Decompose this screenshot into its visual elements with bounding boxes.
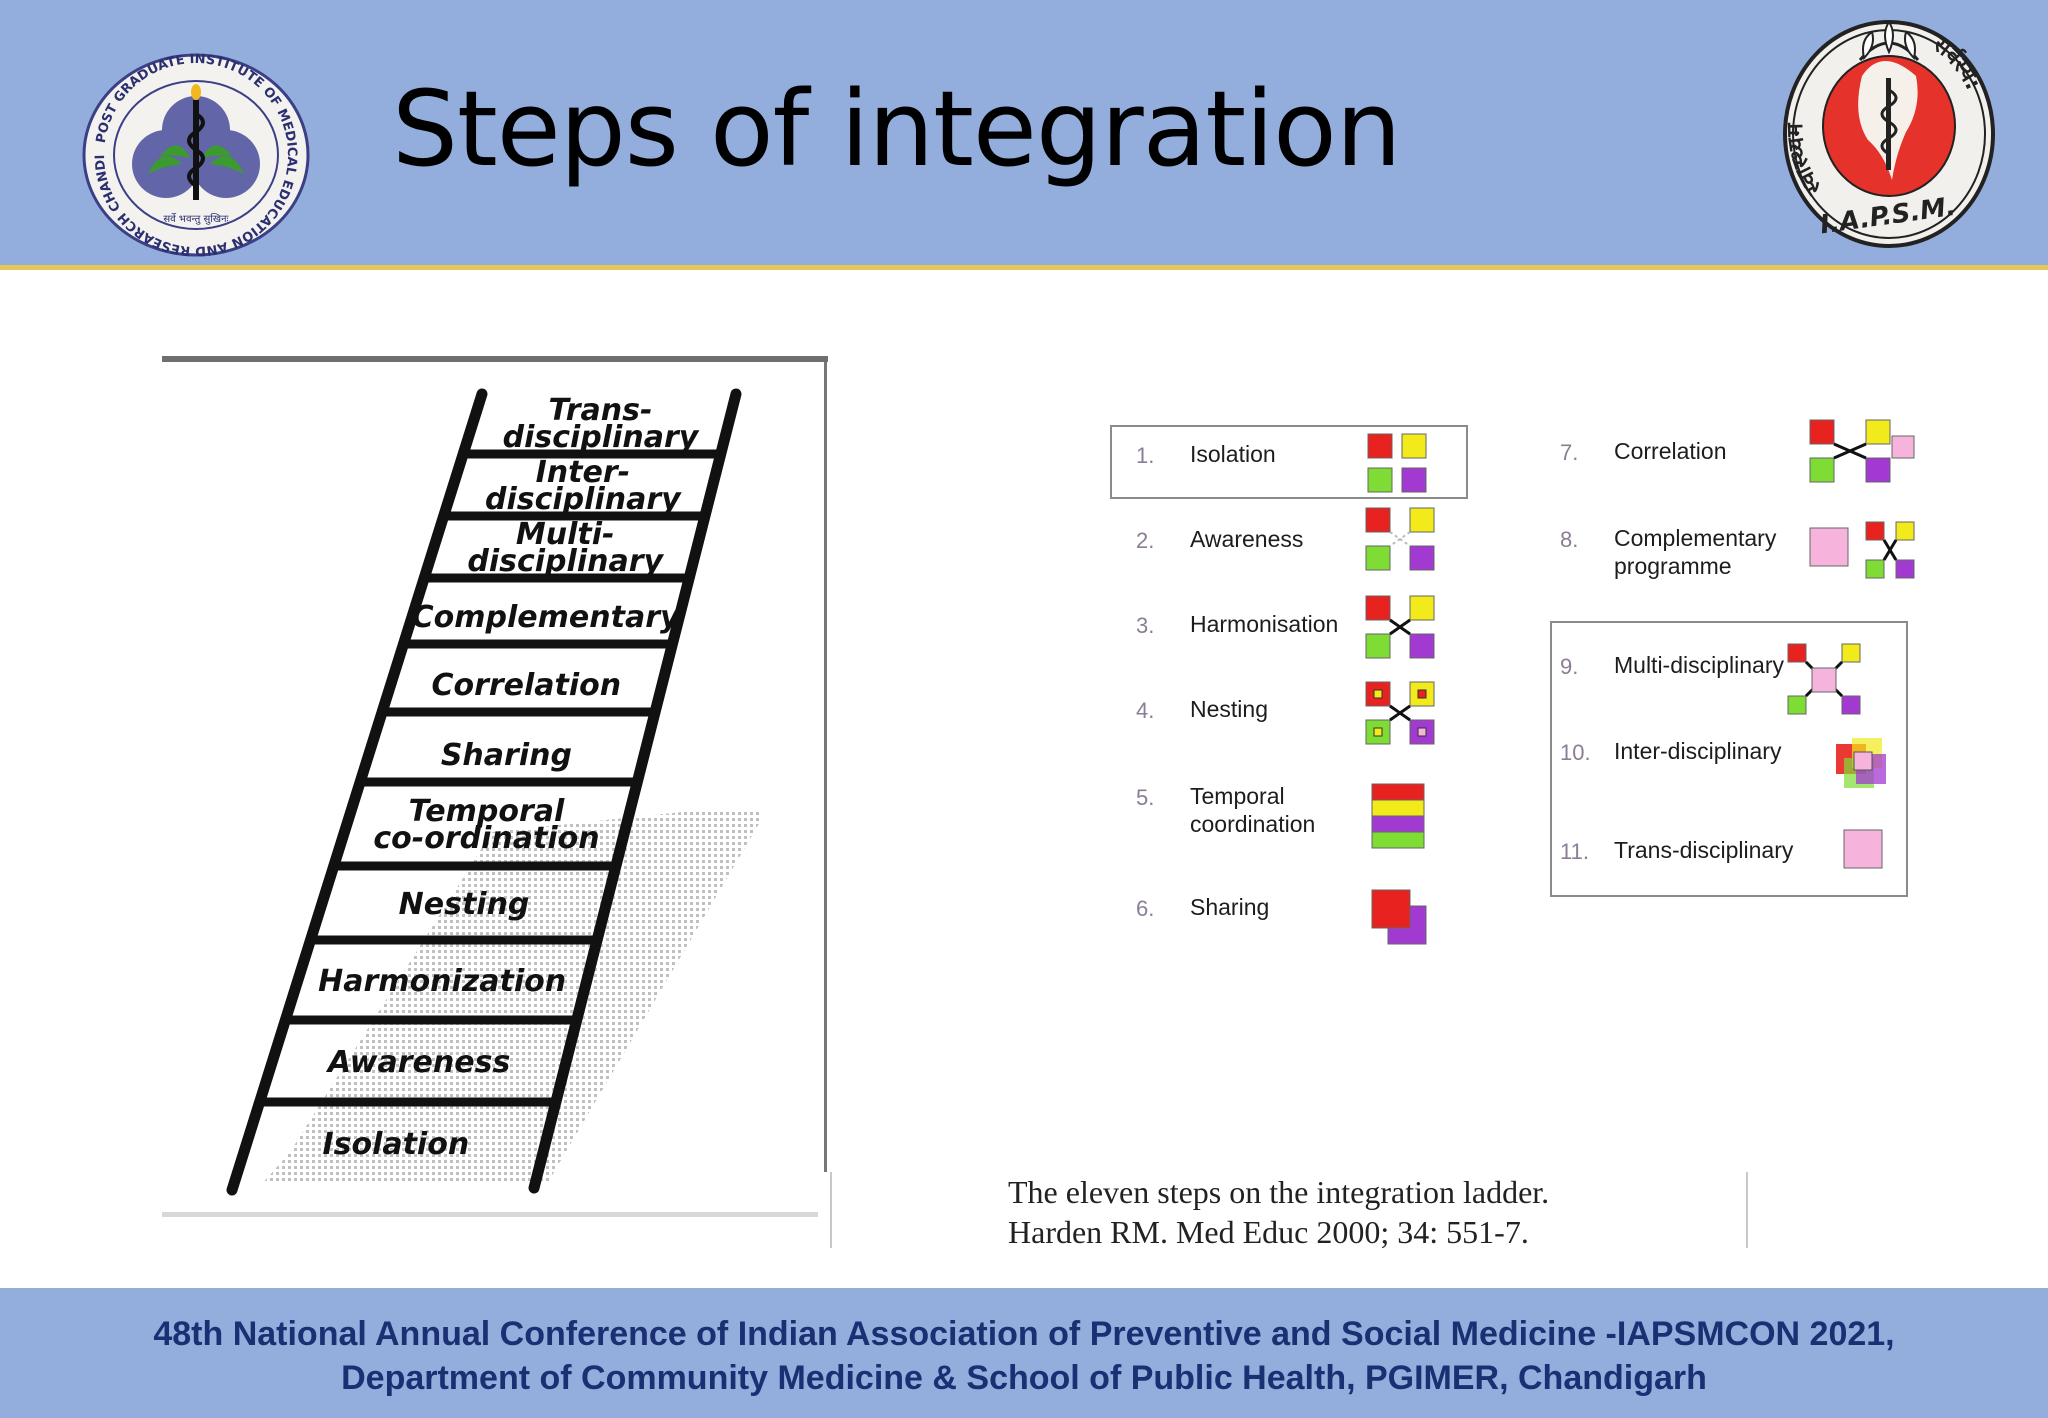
ladder-rung-label: Isolation	[322, 1126, 470, 1162]
four-squares-nested-icon	[1364, 680, 1436, 751]
step-number: 9.	[1560, 654, 1579, 679]
step-label: Inter-disciplinary	[1614, 738, 1782, 764]
ladder-rung-label: Harmonization	[318, 963, 567, 999]
ladder-rung-label: Sharing	[440, 737, 572, 773]
isolation-highlight-box	[1110, 425, 1468, 499]
iapsm-logo: स्वास्थ्यम सर्वस्य: I.A.P.S.M.	[1783, 20, 1995, 248]
slide-title: Steps of integration	[392, 68, 1402, 190]
step-label: Nesting	[1190, 696, 1268, 722]
step-label: Awareness	[1190, 526, 1304, 552]
step-label: Correlation	[1614, 438, 1727, 464]
caption-line-1: The eleven steps on the integration ladd…	[1008, 1174, 1550, 1210]
step-number: 7.	[1560, 440, 1579, 465]
caption-citation: Harden RM. Med Educ 2000; 34: 551-7.	[1008, 1214, 1529, 1250]
step-number: 2.	[1136, 528, 1155, 553]
step-label: Isolation	[1190, 441, 1276, 467]
four-squares-linked-icon	[1364, 594, 1436, 665]
ladder-panel-bottom-rule	[162, 1212, 818, 1217]
ladder-right-rail	[528, 388, 742, 1194]
caption-left-divider	[830, 1172, 832, 1248]
ladder-rungs	[259, 449, 721, 1107]
step-number: 4.	[1136, 698, 1155, 723]
four-separate-squares-icon	[1366, 432, 1428, 499]
linked-to-pink-center-icon	[1786, 642, 1862, 721]
ladder-illustration	[226, 388, 760, 1196]
footer-banner: 48th National Annual Conference of India…	[0, 1288, 2048, 1418]
blended-squares-icon	[1834, 736, 1890, 797]
footer-department-line: Department of Community Medicine & Schoo…	[341, 1359, 1707, 1397]
step-number: 6.	[1136, 896, 1155, 921]
caption-right-divider	[1746, 1172, 1748, 1248]
step-label: Harmonisation	[1190, 611, 1339, 637]
disciplinary-steps-box	[1550, 621, 1908, 897]
ladder-rung-label: Nesting	[398, 886, 530, 922]
four-squares-faint-link-icon	[1364, 506, 1436, 577]
stacked-bars-icon	[1370, 782, 1426, 855]
overlapping-squares-icon	[1370, 888, 1428, 953]
step-number: 10.	[1560, 740, 1591, 765]
step-number: 8.	[1560, 527, 1579, 552]
step-label: Multi-disciplinary	[1614, 652, 1784, 678]
step-label: Trans-disciplinary	[1614, 837, 1794, 863]
ladder-rung-label: Multi-disciplinary	[467, 517, 664, 579]
ladder-left-rail	[226, 388, 488, 1196]
step-number: 11.	[1560, 839, 1589, 864]
pgimer-logo: POST GRADUATE INSTITUTE OF MEDICAL EDUCA…	[78, 52, 310, 258]
header-banner	[0, 0, 2048, 270]
ladder-rung-label: Complementary	[411, 599, 680, 635]
step-number: 5.	[1136, 785, 1155, 810]
step-number: 3.	[1136, 613, 1155, 638]
ladder-rung-label: Trans-disciplinary	[502, 393, 699, 455]
ladder-rung-label: Awareness	[327, 1044, 511, 1080]
ladder-panel-top-rule	[162, 356, 828, 362]
pgimer-motto: सर्वे भवन्तु सुखिनः	[163, 213, 229, 225]
ladder-panel-right-rule	[824, 362, 827, 1172]
ladder-rung-label: Correlation	[431, 667, 622, 703]
step-label: Sharing	[1190, 894, 1270, 920]
pink-square-and-linked-squares-icon	[1808, 520, 1916, 585]
ladder-shadow	[262, 812, 760, 1184]
step-number: 1.	[1136, 443, 1155, 468]
single-pink-square-icon	[1842, 828, 1884, 875]
figure-caption: The eleven steps on the integration ladd…	[1008, 1172, 1549, 1252]
footer-conference-line: 48th National Annual Conference of India…	[153, 1315, 1895, 1353]
ladder-rung-label: Inter-disciplinary	[485, 455, 681, 517]
linked-squares-with-pink-icon	[1808, 418, 1916, 489]
